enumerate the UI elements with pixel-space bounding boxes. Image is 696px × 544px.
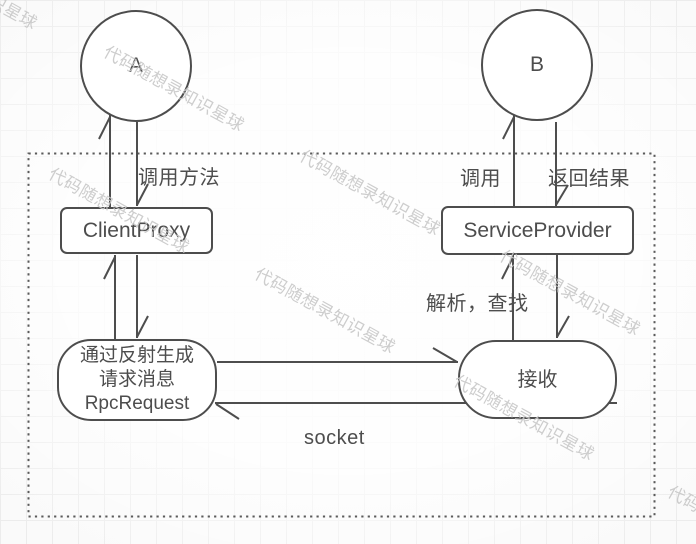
- rpc-request-line3: RpcRequest: [84, 393, 190, 414]
- edge-rpcrequest-to-receive: [217, 347, 458, 363]
- node-circle-a[interactable]: A: [80, 10, 192, 122]
- rpc-request-label: 通过反射生成 请求消息 RpcRequest: [80, 344, 194, 416]
- edge-serviceprovider-to-receive: [556, 255, 570, 338]
- edge-clientproxy-to-a: [98, 115, 111, 207]
- label-return-result: 返回结果: [548, 168, 630, 190]
- receive-label: 接收: [517, 368, 558, 391]
- node-client-proxy[interactable]: ClientProxy: [60, 207, 213, 254]
- label-parse-lookup: 解析，查找: [426, 293, 529, 315]
- label-socket: socket: [304, 427, 365, 449]
- rpc-request-line2: 请求消息: [98, 369, 175, 390]
- label-invoke: 调用: [460, 168, 501, 190]
- node-receive[interactable]: 接收: [458, 340, 617, 419]
- edge-clientproxy-to-rpcrequest: [136, 255, 149, 338]
- circle-a-label: A: [128, 54, 143, 77]
- label-invoke-method: 调用方法: [138, 167, 220, 189]
- circle-b-label: B: [529, 53, 544, 76]
- node-rpc-request[interactable]: 通过反射生成 请求消息 RpcRequest: [57, 339, 217, 421]
- service-provider-label: ServiceProvider: [463, 218, 612, 242]
- node-service-provider[interactable]: ServiceProvider: [441, 206, 634, 255]
- edge-rpcrequest-to-clientproxy: [103, 255, 116, 340]
- edge-serviceprovider-to-b: [502, 115, 515, 207]
- client-proxy-label: ClientProxy: [82, 218, 191, 242]
- node-circle-b[interactable]: B: [481, 9, 593, 121]
- rpc-request-line1: 通过反射生成: [79, 345, 194, 366]
